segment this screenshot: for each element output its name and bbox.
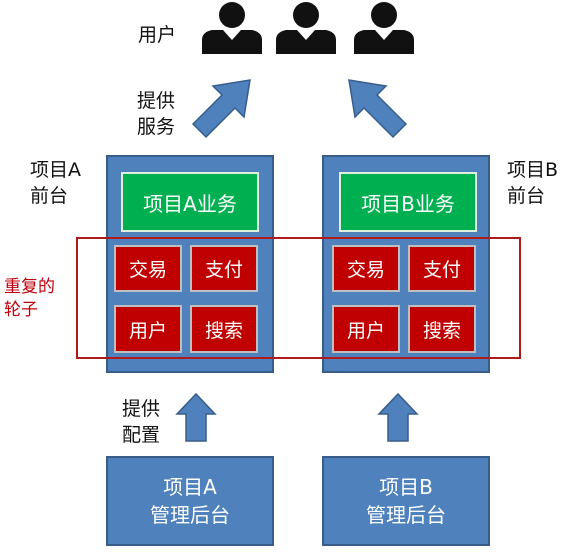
project-b-frontend: 项目B业务 交易 支付 用户 搜索 (322, 155, 490, 373)
arrow-up-left-icon (348, 79, 408, 139)
project-a-frontend: 项目A业务 交易 支付 用户 搜索 (106, 155, 274, 373)
project-a-backend: 项目A 管理后台 (106, 456, 274, 546)
project-a-business: 项目A业务 (121, 172, 259, 232)
project-b-backend-line2: 管理后台 (366, 503, 446, 527)
project-b-business: 项目B业务 (339, 172, 477, 232)
service-payment: 支付 (408, 245, 476, 292)
person-icon (276, 2, 336, 54)
arrow-up-icon (175, 392, 217, 442)
service-search: 搜索 (190, 305, 258, 353)
person-icon (202, 2, 262, 54)
service-trade: 交易 (114, 245, 182, 292)
arrow-up-right-icon (191, 79, 251, 139)
service-user: 用户 (332, 305, 400, 353)
provide-config-label: 提供 配置 (122, 398, 161, 446)
provide-service-label: 提供 服务 (137, 90, 176, 138)
arrow-up-icon (377, 392, 419, 442)
project-b-backend: 项目B 管理后台 (322, 456, 490, 546)
users-label: 用户 (138, 24, 177, 46)
service-payment: 支付 (190, 245, 258, 292)
duplicate-wheels-frame (76, 237, 521, 359)
project-b-frontend-label: 项目B 前台 (507, 159, 559, 207)
duplicate-wheels-label: 重复的 轮子 (4, 277, 55, 320)
person-icon (354, 2, 414, 54)
service-user: 用户 (114, 305, 182, 353)
project-a-backend-line1: 项目A (163, 475, 217, 499)
service-trade: 交易 (332, 245, 400, 292)
project-b-backend-line1: 项目B (379, 475, 433, 499)
service-search: 搜索 (408, 305, 476, 353)
project-a-backend-line2: 管理后台 (150, 503, 230, 527)
project-a-frontend-label: 项目A 前台 (30, 159, 81, 207)
